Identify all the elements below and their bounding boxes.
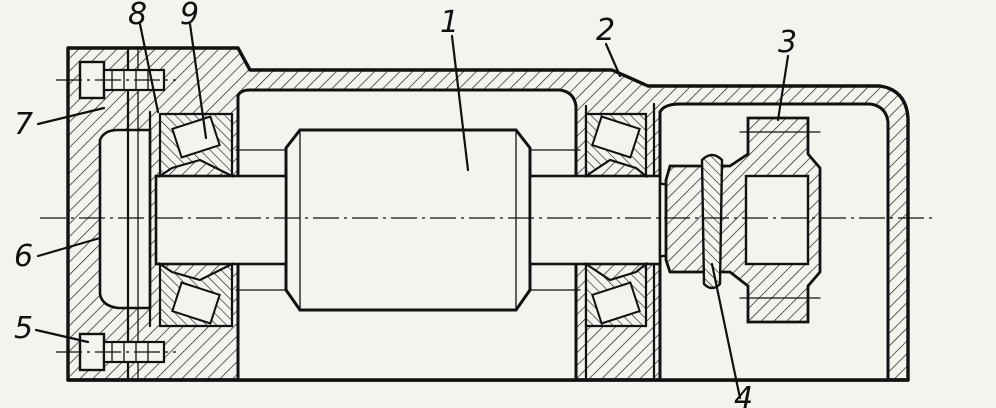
key-pin <box>700 153 724 290</box>
callout-8: 8 <box>128 0 147 32</box>
right-tapered-bearing <box>584 112 648 328</box>
callout-3: 3 <box>778 25 797 60</box>
callout-labels: 1 2 3 4 5 6 7 8 9 <box>14 0 797 408</box>
leader-lines <box>34 22 790 400</box>
callout-9: 9 <box>180 0 199 32</box>
callout-4: 4 <box>734 381 753 408</box>
callout-7: 7 <box>14 107 33 142</box>
callout-1: 1 <box>440 5 459 40</box>
callout-6: 6 <box>14 239 33 274</box>
callout-2: 2 <box>596 13 615 48</box>
callout-5: 5 <box>14 311 33 346</box>
left-tapered-bearing <box>158 112 234 328</box>
